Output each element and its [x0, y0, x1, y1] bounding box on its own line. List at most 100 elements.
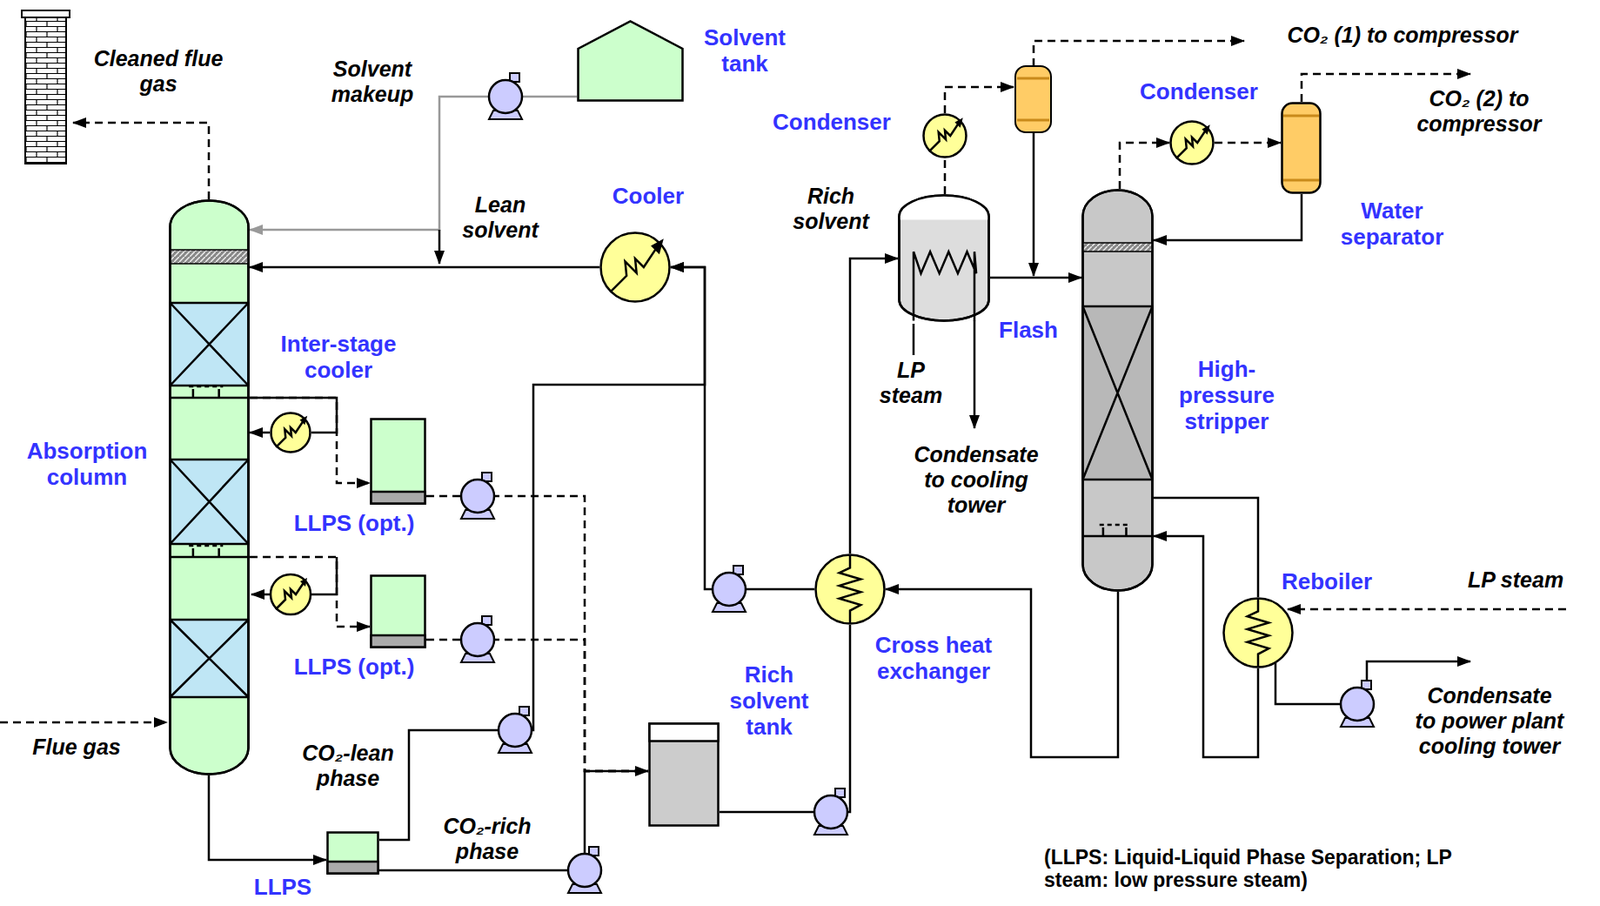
gas-stream	[73, 122, 209, 200]
equipment-shape	[897, 194, 991, 322]
equipment-label: Solvent tank	[696, 25, 793, 78]
llps-vessel: LLPS	[326, 830, 380, 875]
equipment-shape	[371, 419, 426, 504]
condenser: Condenser	[922, 113, 968, 159]
equipment-shape	[326, 830, 380, 875]
separator-drum	[1017, 78, 1050, 121]
equipment-shape	[371, 635, 426, 648]
equipment-label: LLPS	[239, 874, 327, 901]
stream-label: Rich solvent	[787, 183, 875, 235]
cooler: Cooler	[599, 231, 671, 303]
equipment-shape	[1280, 101, 1322, 195]
equipment-shape	[649, 723, 719, 826]
stream-label: LP steam	[1446, 567, 1586, 593]
inter-stage-cooler	[270, 574, 311, 615]
pump	[712, 565, 746, 612]
process-line	[249, 96, 577, 230]
pump	[461, 73, 1374, 893]
equipment-shape	[1083, 190, 1153, 591]
stream-label: CO₂ (1) to compressor	[1219, 22, 1586, 48]
gas-stream	[0, 721, 168, 724]
process-line	[438, 229, 442, 264]
equipment-shape	[1282, 103, 1321, 194]
equipment-shape	[170, 459, 249, 544]
process-line	[251, 132, 1471, 704]
equipment-label: Condenser	[1133, 79, 1265, 106]
equipment-shape	[170, 619, 249, 697]
equipment-shape	[1201, 124, 1210, 134]
equipment-label: Absorption column	[13, 438, 161, 491]
pump	[568, 846, 602, 893]
process-line	[1153, 194, 1302, 241]
equipment-shape	[601, 233, 670, 302]
gas-stream	[1033, 40, 1245, 67]
equipment-shape	[899, 195, 990, 322]
equipment-shape	[170, 200, 249, 775]
equipment-shape	[929, 121, 960, 152]
stream-label: CO₂-lean phase	[294, 740, 403, 791]
gas-line	[249, 556, 370, 627]
llps-vessel: LLPS (opt.)	[369, 574, 427, 649]
process-line	[208, 775, 327, 860]
stream-label: Cleaned flue gas	[93, 46, 224, 97]
gas-line	[1214, 141, 1281, 145]
gas-line	[943, 158, 947, 195]
equipment-shape	[1083, 527, 1153, 536]
equipment-shape	[899, 195, 990, 322]
inter-stage-cooler: Inter-stage cooler	[269, 411, 312, 454]
equipment-shape	[170, 548, 249, 557]
equipment-label: Flash	[989, 317, 1068, 344]
equipment-shape	[1224, 598, 1293, 668]
process-line	[990, 276, 1082, 280]
process-line	[1153, 497, 1259, 597]
equipment-shape	[1083, 306, 1153, 480]
equipment-shape	[170, 459, 249, 544]
equipment-shape	[599, 231, 671, 303]
equipment-shape	[913, 251, 977, 321]
equipment-shape	[922, 113, 968, 159]
equipment-shape	[168, 199, 250, 776]
inter-stage-cooler	[270, 574, 311, 615]
flash-vessel: Flash	[897, 194, 991, 322]
equipment-shape	[170, 302, 249, 386]
equipment-shape	[271, 413, 311, 453]
equipment-shape	[1283, 115, 1319, 181]
water-separator: Water separator	[1280, 101, 1322, 195]
equipment-shape	[923, 114, 967, 158]
equipment-shape	[1083, 190, 1153, 591]
stack	[21, 10, 70, 18]
equipment-shape	[170, 388, 249, 398]
condenser: Condenser	[1169, 120, 1215, 166]
equipment-shape	[188, 385, 223, 389]
equipment-shape	[609, 245, 658, 292]
equipment-label: LLPS (opt.)	[284, 510, 424, 537]
equipment-shape	[1083, 306, 1153, 480]
gas-line	[1119, 142, 1170, 189]
process-line	[973, 320, 977, 429]
gas-line	[249, 397, 370, 483]
gas-stream	[0, 40, 1567, 723]
stripper-column: High-pressure stripper	[1081, 188, 1154, 592]
equipment-shape	[648, 722, 720, 827]
equipment-label: Reboiler	[1270, 569, 1384, 596]
process-line	[311, 556, 337, 595]
stack	[25, 15, 67, 164]
gas-stream	[1287, 608, 1567, 611]
equipment-shape	[1169, 120, 1215, 166]
stream-label: Condensate to power plant cooling tower	[1414, 682, 1565, 758]
equipment-shape	[1247, 598, 1270, 668]
equipment-shape	[300, 415, 308, 426]
equipment-shape	[576, 20, 684, 102]
pump	[814, 788, 848, 835]
separator-drum	[1015, 66, 1052, 133]
equipment-label: High-pressure stripper	[1170, 356, 1284, 436]
footnote: (LLPS: Liquid-Liquid Phase Separation; L…	[1044, 845, 1510, 892]
gas-line	[426, 639, 649, 771]
rich-solvent-tank: Rich solvent tank	[648, 722, 720, 827]
pump	[1340, 680, 1374, 727]
equipment-label: LLPS (opt.)	[284, 654, 424, 681]
process-line	[249, 266, 600, 269]
equipment-shape	[328, 861, 379, 874]
process-line	[670, 267, 815, 590]
equipment-shape	[371, 491, 426, 504]
